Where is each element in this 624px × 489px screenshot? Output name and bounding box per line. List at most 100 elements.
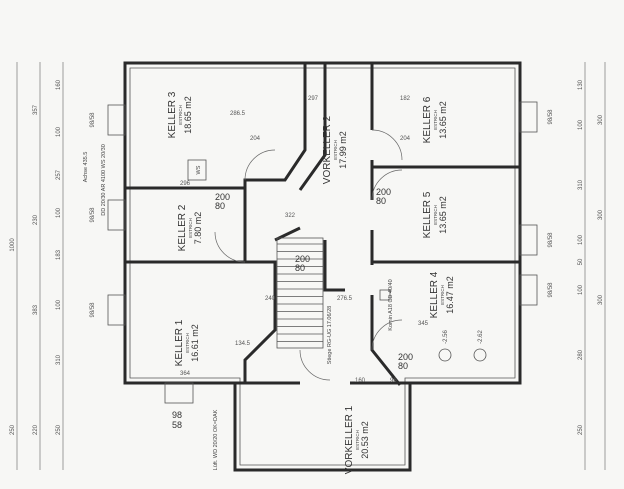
dimension-value: 300 bbox=[598, 294, 604, 305]
dimension-value: 183 bbox=[56, 249, 62, 260]
level-marker-icon bbox=[473, 348, 487, 362]
room-name: VORKELLER 1 bbox=[344, 405, 355, 474]
window-label-top: 98 bbox=[172, 410, 182, 420]
room-area: 13.65 m2 bbox=[438, 196, 448, 234]
door-label: 80 bbox=[376, 196, 386, 206]
dimension-value: 100 bbox=[578, 284, 584, 295]
dimension-value: 130 bbox=[578, 79, 584, 90]
dimension-value: 300 bbox=[598, 114, 604, 125]
stair-outline bbox=[276, 237, 324, 349]
doors bbox=[214, 129, 403, 381]
window bbox=[107, 104, 126, 136]
window-label-bottom: 58 bbox=[172, 420, 182, 430]
chimney bbox=[379, 289, 391, 301]
room-name: KELLER 4 bbox=[429, 271, 440, 318]
inner-dimension: 296 bbox=[180, 181, 191, 187]
window bbox=[519, 101, 538, 133]
room-name: KELLER 2 bbox=[177, 204, 188, 251]
room-name: KELLER 3 bbox=[167, 91, 178, 138]
window-label: 98/58 bbox=[548, 109, 554, 125]
dimension-value: 383 bbox=[33, 304, 39, 315]
window-label: 98/58 bbox=[90, 112, 96, 128]
dimension-value: 100 bbox=[56, 126, 62, 137]
wc-box bbox=[187, 159, 207, 181]
dimension-value: 160 bbox=[56, 79, 62, 90]
window bbox=[519, 274, 538, 306]
inner-dimension: 276.5 bbox=[337, 296, 353, 302]
room-name: KELLER 1 bbox=[174, 319, 185, 366]
door-label: 80 bbox=[215, 201, 225, 211]
dimension-value: 310 bbox=[56, 354, 62, 365]
inner-dimension: 345 bbox=[418, 321, 429, 327]
room-floor: ESTRICH bbox=[433, 110, 438, 130]
window-label: 98/58 bbox=[548, 282, 554, 298]
window bbox=[519, 224, 538, 256]
room-floor: ESTRICH bbox=[185, 333, 190, 353]
wc-label: WS bbox=[196, 165, 202, 174]
dimension-value: 50 bbox=[578, 258, 584, 265]
inner-dimension: 134.5 bbox=[235, 341, 251, 347]
room-area: 16.61 m2 bbox=[190, 324, 200, 362]
door-label: 80 bbox=[295, 263, 305, 273]
room-floor: ESTRICH bbox=[188, 218, 193, 238]
dimension-value: 100 bbox=[578, 234, 584, 245]
left-note: DD 20/30 AR 4100 WS 20/30 bbox=[101, 144, 107, 216]
door-label: 200 bbox=[398, 352, 413, 362]
dimension-value: 100 bbox=[56, 207, 62, 218]
bottom-note: Lüft. WD 20/20 OK=DAK bbox=[213, 409, 219, 470]
window-label: 98/58 bbox=[548, 232, 554, 248]
level-value: -2.62 bbox=[478, 330, 484, 344]
dimension-value: 357 bbox=[33, 104, 39, 115]
inner-dimension: 364 bbox=[180, 371, 191, 377]
window bbox=[164, 382, 194, 404]
window-label: 98/58 bbox=[90, 207, 96, 223]
dimension-value: 300 bbox=[598, 209, 604, 220]
dimension-value: 1000 bbox=[10, 238, 16, 252]
inner-walls bbox=[125, 63, 520, 386]
window-label: 98/58 bbox=[90, 302, 96, 318]
door-label: 200 bbox=[215, 192, 230, 202]
door-label: 200 bbox=[295, 254, 310, 264]
inner-dimension: 204 bbox=[400, 136, 411, 142]
window bbox=[107, 294, 126, 326]
dimension-value: 220 bbox=[33, 424, 39, 435]
dimension-chains: 1000250357230383220160100257100183100310… bbox=[10, 62, 606, 470]
room-name: KELLER 6 bbox=[422, 96, 433, 143]
inner-dimension: 322 bbox=[285, 213, 296, 219]
stair-label: Stiege RG-UG 17.06/28 bbox=[327, 306, 333, 364]
dimension-value: 100 bbox=[578, 119, 584, 130]
inner-dimension: 204 bbox=[250, 136, 261, 142]
room-area: 16.47 m2 bbox=[445, 276, 455, 314]
room-floor: ESTRICH bbox=[333, 140, 338, 160]
outer-walls bbox=[123, 61, 522, 472]
door-label: 200 bbox=[376, 187, 391, 197]
staircase bbox=[276, 237, 324, 349]
inner-dimension: 96 bbox=[390, 378, 397, 384]
inner-dimension: 160 bbox=[355, 378, 366, 384]
dimension-value: 250 bbox=[578, 424, 584, 435]
dimension-value: 250 bbox=[56, 424, 62, 435]
inner-dimension: 297 bbox=[308, 96, 319, 102]
achse-label: Achse 435.5 bbox=[83, 152, 89, 183]
room-area: 7.80 m2 bbox=[193, 212, 203, 245]
inner-dimension: 286.5 bbox=[230, 111, 246, 117]
room-floor: ESTRICH bbox=[440, 285, 445, 305]
dimension-value: 230 bbox=[33, 214, 39, 225]
room-name: KELLER 5 bbox=[422, 191, 433, 238]
level-marker-icon bbox=[438, 348, 452, 362]
chimney-label: Komin A18 CD 40/40 bbox=[388, 279, 394, 330]
room-area: 18.65 m2 bbox=[183, 96, 193, 134]
inner-dimension: 240 bbox=[265, 296, 276, 302]
dimension-value: 310 bbox=[578, 179, 584, 190]
room-name: VORKELLER 2 bbox=[322, 115, 333, 184]
room-area: 17.99 m2 bbox=[338, 131, 348, 169]
